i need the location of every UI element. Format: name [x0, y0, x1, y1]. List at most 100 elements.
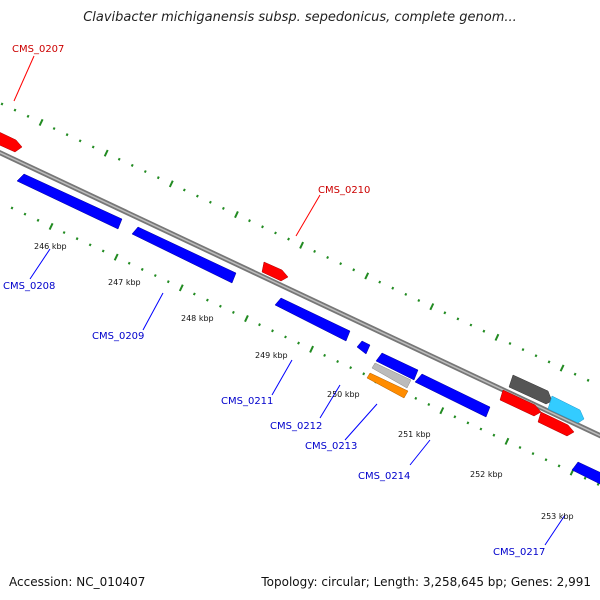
- tick-label: 247 kbp: [108, 278, 141, 287]
- major-tick: [168, 180, 174, 188]
- major-tick: [364, 272, 370, 280]
- gene-label-cms-0217[interactable]: CMS_0217: [493, 547, 545, 558]
- minor-tick: [518, 445, 522, 450]
- minor-tick: [479, 427, 483, 431]
- gene-feature-cms-0211[interactable]: [274, 297, 351, 342]
- tick-label: 248 kbp: [181, 314, 214, 323]
- gene-label-cms-0208[interactable]: CMS_0208: [3, 281, 55, 292]
- minor-tick: [443, 311, 447, 315]
- gene-feature-cms-0209[interactable]: [131, 226, 237, 284]
- minor-tick: [466, 421, 470, 425]
- minor-tick: [10, 206, 14, 210]
- minor-tick: [101, 249, 105, 253]
- gene-feature-dark-gray[interactable]: [508, 374, 553, 405]
- gene-label-cms-0209[interactable]: CMS_0209: [92, 331, 144, 342]
- minor-tick: [339, 262, 343, 266]
- map-title: Clavibacter michiganensis subsp. sepedon…: [83, 10, 517, 25]
- major-tick: [299, 241, 305, 249]
- minor-tick: [23, 212, 27, 216]
- minor-tick: [274, 231, 277, 235]
- minor-tick: [271, 329, 274, 333]
- accession-text: Accession: NC_010407: [9, 575, 146, 589]
- minor-tick: [596, 482, 600, 486]
- gene-label-cms-0211[interactable]: CMS_0211: [221, 396, 273, 407]
- gene-feature-cms-0214-b[interactable]: [414, 373, 491, 418]
- gene-label-cms-0207[interactable]: CMS_0207: [12, 44, 64, 55]
- minor-tick: [208, 200, 212, 204]
- minor-tick: [492, 433, 496, 437]
- tick-label: 246 kbp: [34, 242, 67, 251]
- minor-tick: [586, 378, 590, 382]
- minor-tick: [65, 133, 69, 137]
- minor-tick: [117, 157, 121, 161]
- major-tick: [113, 253, 119, 261]
- gene-feature-cms-0214-a[interactable]: [375, 352, 419, 381]
- gene-feature-red-a[interactable]: [499, 389, 542, 417]
- minor-tick: [323, 353, 327, 357]
- tick-label: 250 kbp: [327, 390, 360, 399]
- minor-tick: [26, 114, 30, 118]
- major-tick: [504, 437, 510, 445]
- minor-tick: [534, 354, 538, 358]
- gene-feature-red-b[interactable]: [537, 411, 575, 437]
- minor-tick: [88, 243, 92, 247]
- minor-tick: [378, 280, 382, 284]
- gene-feature-cms-0213[interactable]: [366, 372, 409, 399]
- minor-tick: [573, 372, 577, 376]
- gene-feature-cms-0210[interactable]: [261, 261, 289, 282]
- minor-tick: [521, 348, 525, 352]
- minor-tick: [287, 237, 290, 241]
- gene-labels: CMS_0207 CMS_0208 CMS_0209 CMS_0210 CMS_…: [3, 44, 545, 558]
- gene-label-cms-0213[interactable]: CMS_0213: [305, 441, 357, 452]
- gene-feature-cms-0212[interactable]: [356, 340, 371, 355]
- tick-row-lower: [10, 206, 600, 486]
- minor-tick: [143, 170, 147, 174]
- minor-tick: [417, 298, 421, 303]
- major-tick: [234, 210, 239, 219]
- minor-tick: [313, 249, 317, 253]
- gene-feature-cms-0208[interactable]: [16, 173, 123, 230]
- minor-tick: [482, 329, 486, 333]
- gene-label-cms-0214[interactable]: CMS_0214: [358, 471, 410, 482]
- minor-tick: [153, 274, 157, 278]
- gene-feature-cyan[interactable]: [547, 395, 585, 424]
- minor-tick: [182, 188, 186, 192]
- minor-tick: [78, 139, 82, 143]
- minor-tick: [547, 360, 551, 364]
- minor-tick: [75, 237, 79, 241]
- minor-tick: [231, 310, 235, 314]
- tick-label: 251 kbp: [398, 430, 431, 439]
- gene-feature-light-gray[interactable]: [371, 362, 412, 389]
- minor-tick: [404, 292, 408, 296]
- gene-label-cms-0210[interactable]: CMS_0210: [318, 185, 370, 196]
- major-tick: [559, 364, 565, 372]
- tick-row-upper: [0, 102, 590, 382]
- minor-tick: [469, 323, 473, 327]
- summary-text: Topology: circular; Length: 3,258,645 bp…: [261, 575, 591, 589]
- minor-tick: [427, 402, 431, 407]
- minor-tick: [362, 372, 366, 376]
- major-tick: [429, 303, 435, 311]
- gene-label-cms-0212[interactable]: CMS_0212: [270, 421, 322, 432]
- major-tick: [439, 407, 445, 415]
- minor-tick: [326, 255, 330, 260]
- minor-tick: [531, 452, 535, 456]
- minor-tick: [297, 341, 300, 345]
- minor-tick: [349, 366, 353, 370]
- major-tick: [494, 333, 500, 341]
- gene-features: [0, 130, 600, 487]
- minor-tick: [192, 292, 196, 296]
- gene-feature-cms-0207[interactable]: [0, 130, 23, 153]
- minor-tick: [218, 304, 222, 308]
- minor-tick: [221, 206, 225, 210]
- gene-feature-cms-0217[interactable]: [571, 461, 600, 487]
- minor-tick: [0, 102, 4, 106]
- minor-tick: [91, 145, 95, 149]
- minor-tick: [36, 218, 40, 222]
- tick-label: 253 kbp: [541, 512, 574, 521]
- minor-tick: [557, 464, 561, 468]
- major-tick: [103, 149, 109, 157]
- minor-tick: [544, 458, 548, 462]
- minor-tick: [391, 286, 395, 290]
